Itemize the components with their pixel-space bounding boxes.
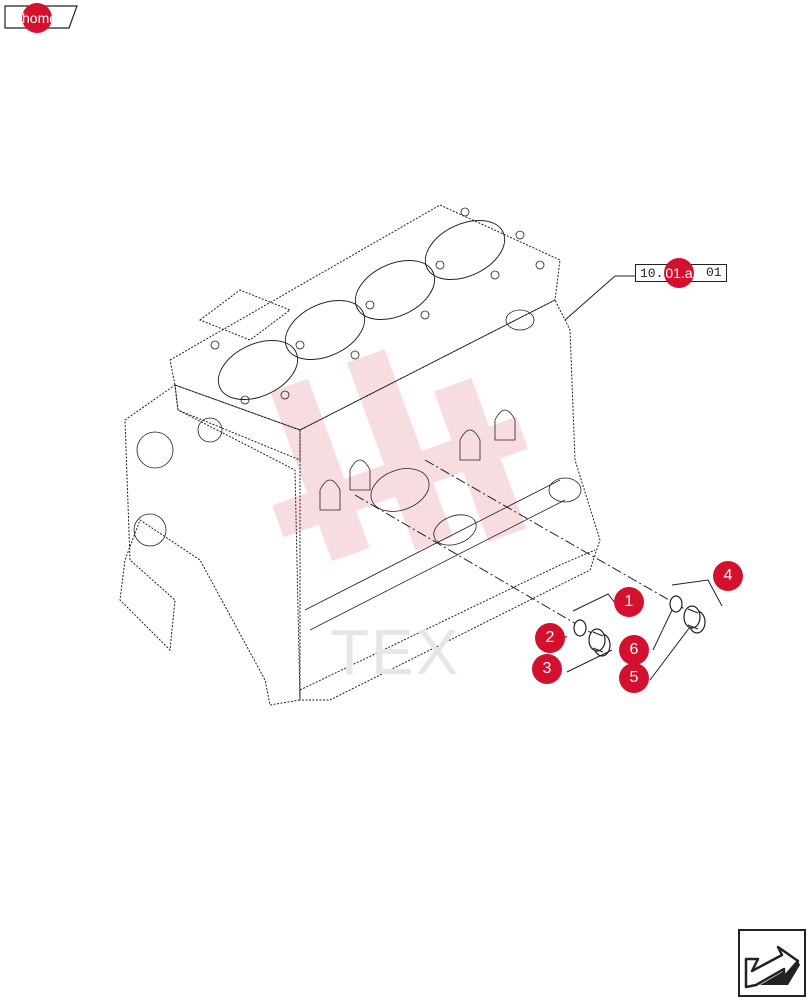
plug-assembly-left <box>573 619 611 657</box>
callout-3[interactable]: 3 <box>532 654 562 684</box>
callout-4[interactable]: 4 <box>713 561 743 591</box>
assembly-lines <box>354 459 691 636</box>
next-page-arrow-icon <box>738 929 806 997</box>
home-tab[interactable]: home <box>4 3 78 33</box>
reference-code-suffix: 01 <box>706 265 722 280</box>
seal-ring-6 <box>669 595 683 613</box>
callout-1[interactable]: 1 <box>614 587 644 617</box>
callout-5[interactable]: 5 <box>619 663 649 693</box>
next-page-button[interactable] <box>738 929 806 997</box>
watermark-text: TEX <box>330 616 461 688</box>
callout-6[interactable]: 6 <box>619 635 649 665</box>
watermark-emblem <box>270 349 528 562</box>
deck-holes <box>133 207 545 547</box>
callout-2[interactable]: 2 <box>535 623 565 653</box>
engine-block <box>119 204 601 706</box>
home-link[interactable]: home <box>22 3 57 33</box>
reference-code-badge[interactable]: 01.a <box>664 258 694 288</box>
cylinder-bores <box>217 219 506 401</box>
plug-assembly-right <box>669 595 706 634</box>
reference-code-highlight: 01.a <box>665 265 693 281</box>
block-side-features <box>304 309 582 631</box>
seal-ring-2 <box>573 619 587 637</box>
reference-code-prefix: 10. <box>640 266 664 281</box>
